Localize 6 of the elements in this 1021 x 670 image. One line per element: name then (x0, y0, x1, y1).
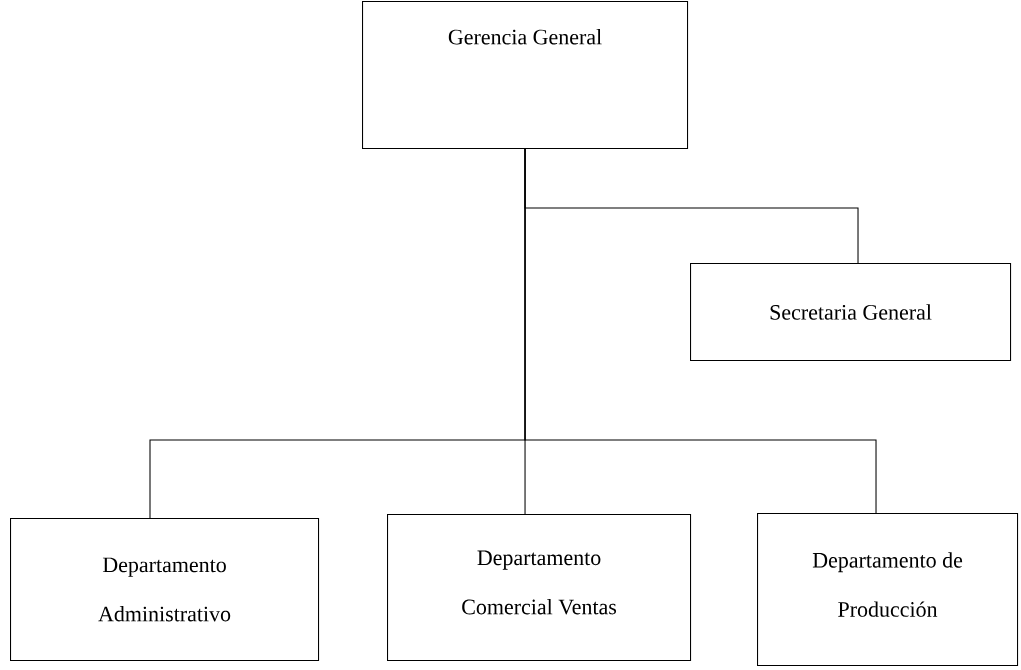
org-box: Departamento de Producción (757, 513, 1019, 667)
org-box: Gerencia General (362, 1, 689, 150)
org-box: Departamento Administrativo (10, 518, 320, 662)
org-box: Secretaria General (690, 263, 1012, 362)
connector-line (524, 148, 877, 514)
org-box: Departamento Comercial Ventas (387, 514, 692, 662)
